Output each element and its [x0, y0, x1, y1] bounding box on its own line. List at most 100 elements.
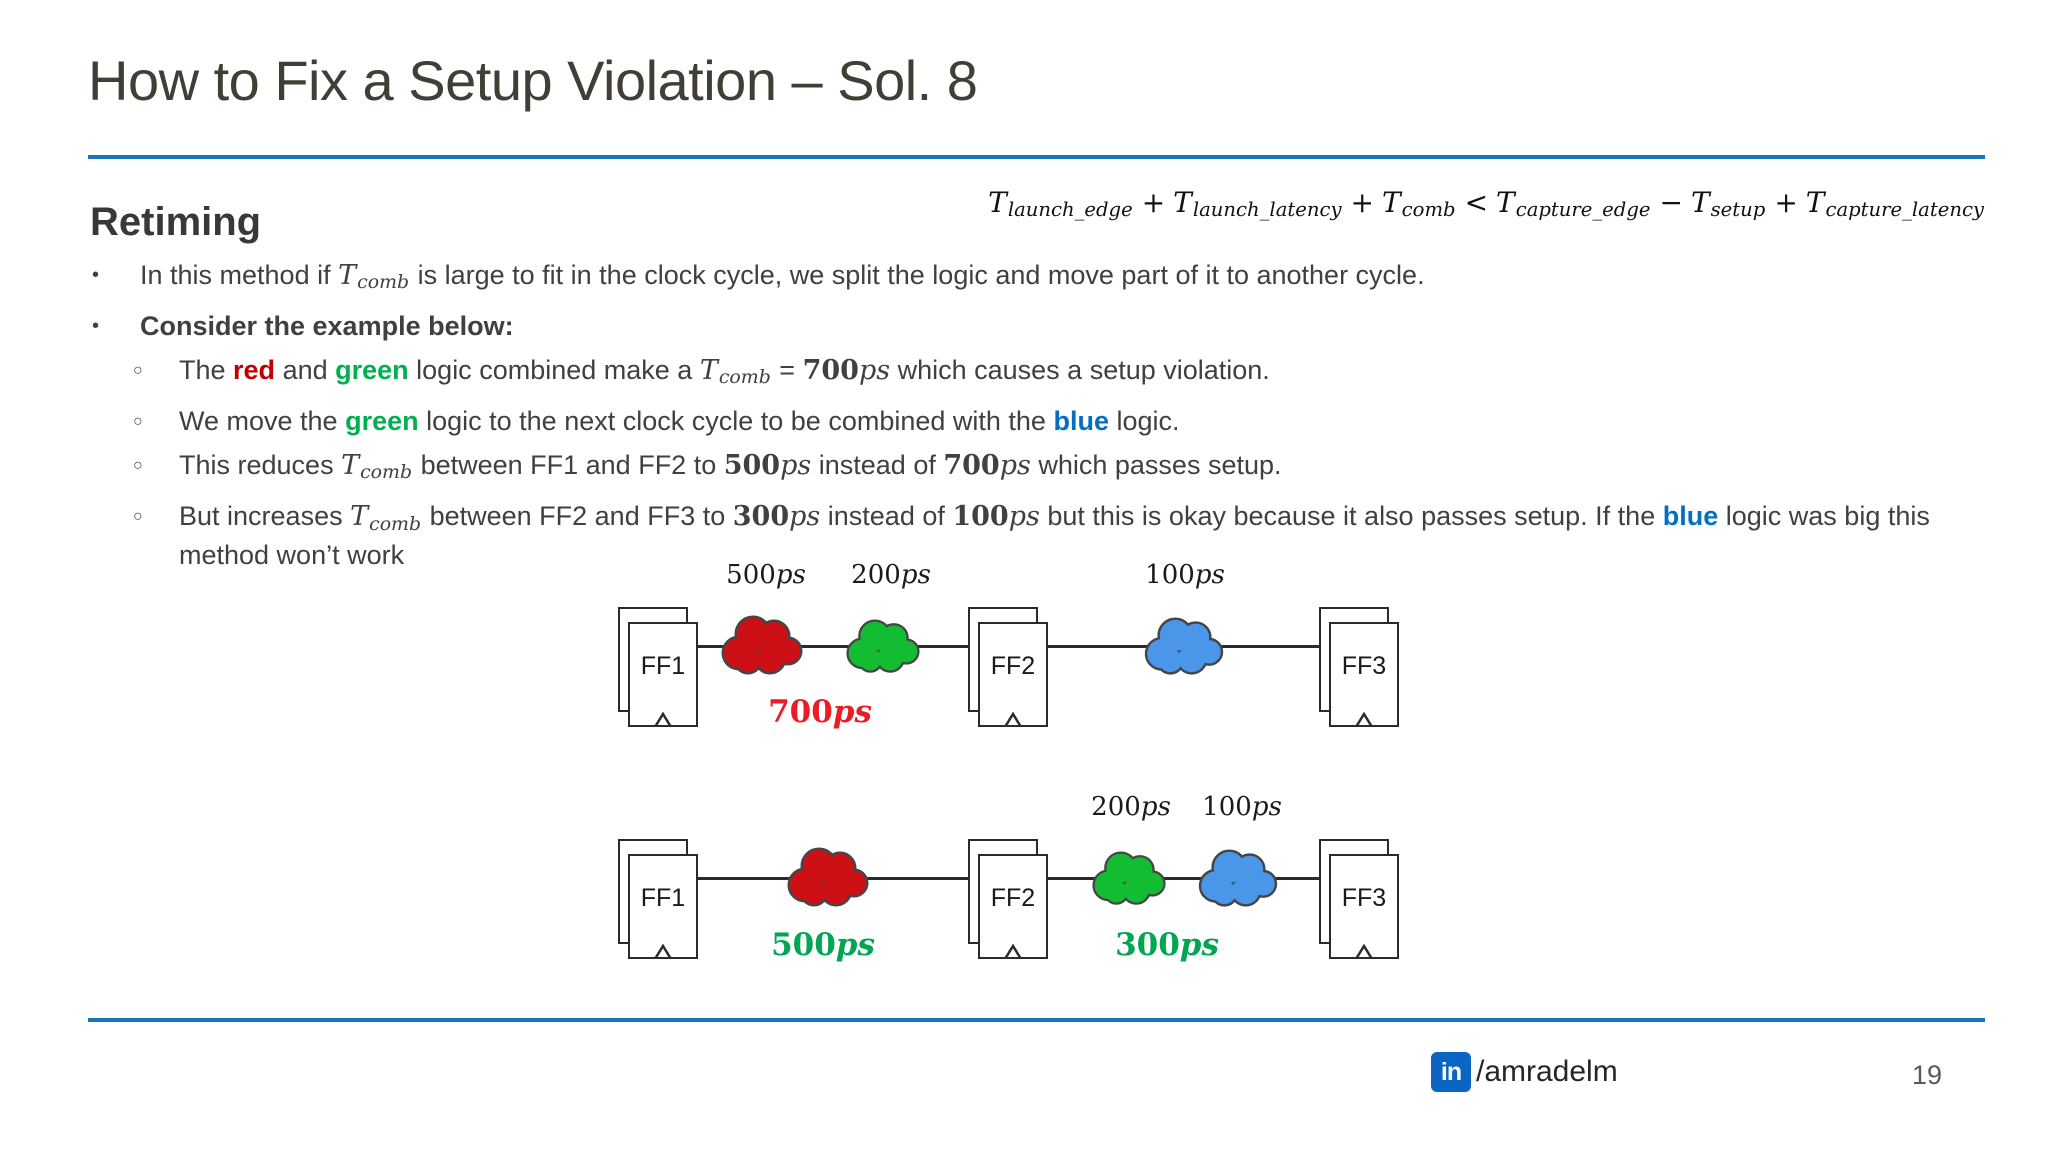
math-symbol: T: [1381, 186, 1401, 219]
green-logic-cloud: [842, 619, 924, 675]
math-operator: +: [1774, 186, 1798, 219]
ff-front-box: FF2: [978, 622, 1048, 727]
clock-triangle-icon: [653, 712, 673, 727]
text-segment: 300: [732, 501, 790, 533]
text-segment: instead of: [820, 501, 953, 532]
ff-label: FF2: [990, 652, 1036, 680]
math-symbol: setup: [1710, 198, 1766, 222]
text-segment: We move the: [179, 406, 346, 437]
bullet-item: • Consider the example below:: [92, 311, 1954, 342]
math-symbol: capture_latency: [1825, 198, 1984, 222]
blue-logic-cloud: [1194, 849, 1282, 909]
text-segment: 100: [952, 501, 1009, 533]
math-symbol: comb: [718, 366, 771, 389]
bullet-marker: ○: [133, 508, 143, 526]
page-number: 19: [1912, 1060, 1943, 1090]
footer-divider: [88, 1018, 1985, 1022]
text-segment: blue: [1053, 406, 1109, 437]
text-segment: between FF1 and FF2 to: [413, 450, 724, 481]
text-segment: ps: [1008, 501, 1040, 533]
bullet-list: • In this method if Tcomb is large to fit…: [92, 260, 1954, 584]
linkedin-handle[interactable]: /amradelm: [1476, 1055, 1618, 1088]
tcomb-stage1-label: 500ps: [771, 927, 875, 963]
text-segment: This reduces: [179, 450, 342, 481]
ff1-flipflop: FF1: [618, 839, 698, 959]
ff-label: FF3: [1341, 652, 1387, 680]
math-symbol: comb: [357, 271, 410, 294]
section-heading: Retiming: [90, 200, 262, 244]
text-segment: =: [771, 355, 803, 386]
ff-front-box: FF2: [978, 854, 1048, 959]
clock-triangle-icon: [1354, 712, 1374, 727]
tcomb-total-label: 700ps: [768, 694, 872, 730]
ff-label: FF1: [640, 652, 686, 680]
ff-label: FF1: [640, 884, 686, 912]
math-symbol: T: [1173, 186, 1192, 219]
blue-logic-cloud: [1140, 617, 1228, 677]
math-symbol: T: [699, 355, 718, 387]
green-logic-cloud: [1088, 851, 1170, 907]
text-segment: ps: [858, 355, 891, 387]
clock-triangle-icon: [653, 944, 673, 959]
bullet-text: But increases Tcomb between FF2 and FF3 …: [179, 501, 1954, 570]
bullet-text: Consider the example below:: [140, 311, 1954, 342]
header-divider: [88, 155, 1985, 159]
text-segment: ps: [780, 450, 812, 482]
text-segment: logic combined make a: [408, 355, 700, 386]
math-symbol: comb: [360, 461, 413, 484]
red-cloud-delay-label: 500ps: [726, 560, 806, 590]
bullet-text: We move the green logic to the next cloc…: [179, 406, 1954, 437]
math-symbol: T: [338, 260, 357, 291]
text-segment: ps: [999, 450, 1031, 482]
text-segment: logic.: [1108, 406, 1180, 437]
bullet-text: The red and green logic combined make a …: [179, 355, 1954, 393]
blue-cloud-delay-label: 100ps: [1202, 792, 1282, 822]
bullet-marker: ○: [133, 457, 143, 475]
text-segment: is large to fit in the clock cycle, we s…: [410, 260, 1425, 290]
bullet-marker: •: [92, 315, 100, 338]
ff-front-box: FF3: [1329, 622, 1399, 727]
text-segment: and: [275, 355, 336, 386]
math-symbol: launch_latency: [1192, 198, 1342, 222]
red-logic-cloud: [783, 847, 873, 909]
text-segment: which passes setup.: [1030, 450, 1282, 481]
text-segment: green: [335, 355, 409, 386]
math-operator: <: [1464, 186, 1489, 219]
text-segment: The: [179, 355, 234, 386]
math-symbol: T: [350, 501, 369, 533]
text-segment: red: [233, 355, 276, 386]
math-symbol: T: [341, 450, 360, 482]
text-segment: which causes a setup violation.: [890, 355, 1270, 386]
clock-triangle-icon: [1354, 944, 1374, 959]
text-segment: logic to the next clock cycle to be comb…: [418, 406, 1054, 437]
bullet-text: In this method if Tcomb is large to fit …: [140, 260, 1954, 298]
ff3-flipflop: FF3: [1319, 607, 1399, 727]
ff-front-box: FF1: [628, 622, 698, 727]
text-segment: 700: [943, 450, 1000, 482]
red-logic-cloud: [717, 615, 807, 677]
ff2-flipflop: FF2: [968, 839, 1048, 959]
math-symbol: T: [1690, 186, 1710, 219]
text-segment: Consider the example below:: [140, 311, 514, 342]
text-segment: But increases: [179, 501, 351, 532]
linkedin-badge[interactable]: in /amradelm: [1431, 1052, 1618, 1092]
bullet-marker: •: [92, 264, 100, 286]
math-symbol: launch_edge: [1007, 198, 1133, 222]
green-cloud-delay-label: 200ps: [1091, 792, 1171, 822]
setup-equation: Tlaunch_edge+Tlaunch_latency+Tcomb<Tcapt…: [988, 186, 1985, 221]
text-segment: between FF2 and FF3 to: [422, 501, 733, 532]
wire: [696, 645, 982, 648]
math-operator: +: [1141, 186, 1166, 219]
ff3-flipflop: FF3: [1319, 839, 1399, 959]
linkedin-icon[interactable]: in: [1431, 1052, 1471, 1092]
text-segment: 700: [802, 355, 859, 387]
tcomb-stage2-label: 300ps: [1115, 927, 1219, 963]
bullet-marker: ○: [133, 362, 143, 380]
wire: [1044, 877, 1333, 880]
sub-bullet-item: ○ This reduces Tcomb between FF1 and FF2 …: [92, 450, 1954, 488]
ff-front-box: FF3: [1329, 854, 1399, 959]
ff-front-box: FF1: [628, 854, 698, 959]
sub-bullet-item: ○We move the green logic to the next clo…: [92, 406, 1954, 437]
math-operator: +: [1350, 186, 1374, 219]
